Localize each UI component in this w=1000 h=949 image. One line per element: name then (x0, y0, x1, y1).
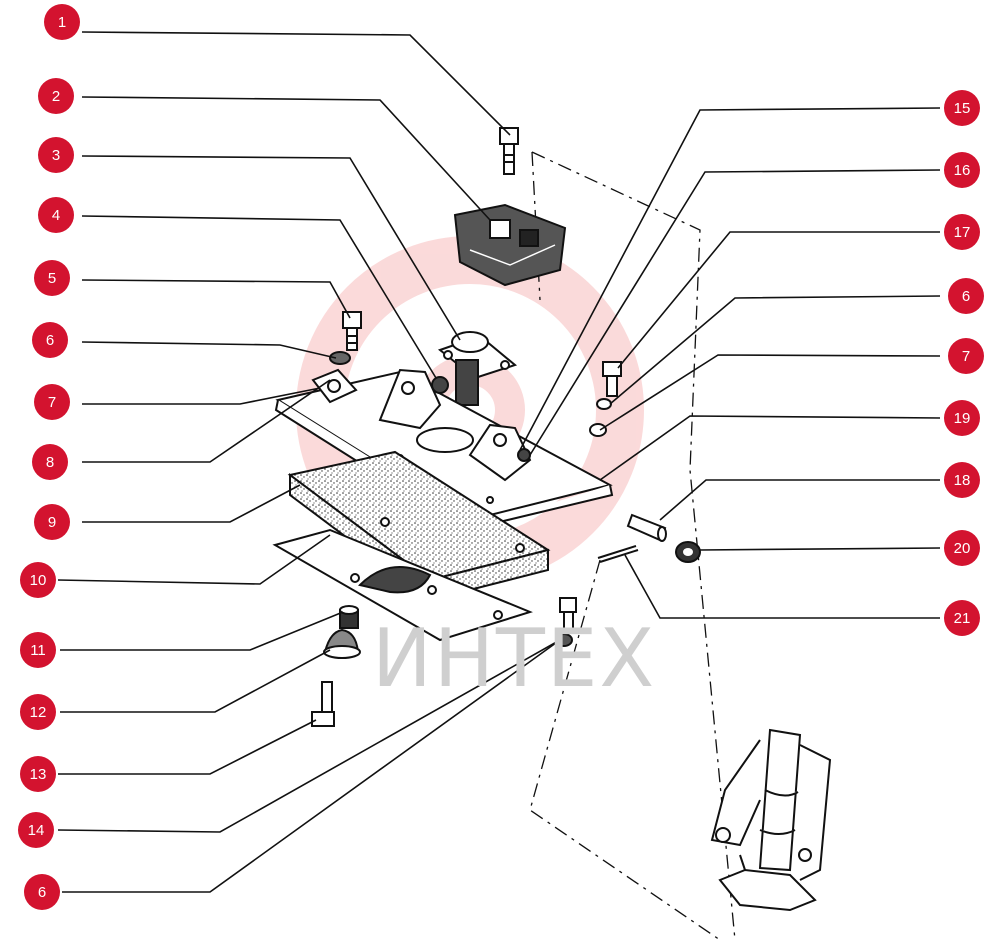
callout-c10: 10 (20, 562, 56, 598)
callout-c6c: 6 (948, 278, 984, 314)
shaft-part-3 (437, 331, 518, 406)
callout-label: 11 (30, 642, 46, 659)
callout-badge-circle (944, 530, 980, 566)
callout-label: 10 (30, 572, 47, 589)
pin-part-18 (626, 513, 667, 542)
brand-watermark-text: ИНТЕХ (372, 612, 657, 705)
callout-badge-circle (944, 90, 980, 126)
callout-c18: 18 (944, 462, 980, 498)
callout-badge-circle (24, 874, 60, 910)
callout-badge-circle (44, 4, 80, 40)
callout-label: 17 (954, 224, 971, 241)
callout-label: 5 (48, 270, 56, 287)
washer-plate-part-7-left (311, 368, 358, 404)
callout-c5: 5 (34, 260, 70, 296)
callout-badge-circle (944, 214, 980, 250)
callout-badge-circle (20, 694, 56, 730)
callout-badge-circle (34, 384, 70, 420)
callout-label: 13 (30, 766, 47, 783)
bolt-part-1 (499, 127, 519, 175)
callout-c21: 21 (944, 600, 980, 636)
steering-column-part (710, 728, 832, 912)
callout-badge-circle (18, 812, 54, 848)
callout-c16: 16 (944, 152, 980, 188)
callout-c15: 15 (944, 90, 980, 126)
callout-badge-circle (20, 562, 56, 598)
callout-label: 14 (28, 822, 45, 839)
mount-part-12 (323, 628, 361, 659)
callout-c6b: 6 (24, 874, 60, 910)
callout-badge-circle (948, 338, 984, 374)
callout-label: 2 (52, 88, 60, 105)
cotter-pin-part-21 (597, 545, 639, 563)
callout-label: 20 (954, 540, 971, 557)
callout-label: 16 (954, 162, 971, 179)
callout-c8: 8 (32, 444, 68, 480)
callout-label: 6 (38, 884, 46, 901)
callout-c6a: 6 (32, 322, 68, 358)
callout-label: 9 (48, 514, 56, 531)
bushing-part-11 (339, 605, 359, 629)
callout-label: 7 (48, 394, 56, 411)
callout-badge-circle (34, 504, 70, 540)
callout-badge-circle (38, 197, 74, 233)
callout-badge-circle (20, 632, 56, 668)
callout-badge-circle (944, 400, 980, 436)
callout-label: 18 (954, 472, 971, 489)
callout-badge-circle (944, 152, 980, 188)
callout-label: 8 (46, 454, 54, 471)
callout-c12: 12 (20, 694, 56, 730)
bolt-part-14 (555, 597, 577, 647)
callout-c17: 17 (944, 214, 980, 250)
callout-label: 6 (962, 288, 970, 305)
callout-c7a: 7 (34, 384, 70, 420)
callout-badge-circle (32, 322, 68, 358)
callout-c14: 14 (18, 812, 54, 848)
gasket-plate-part-10 (272, 528, 533, 642)
bolt-part-5 (342, 311, 362, 351)
callout-label: 1 (58, 14, 66, 31)
callout-label: 15 (954, 100, 971, 117)
callout-label: 4 (52, 207, 60, 224)
callout-c7b: 7 (948, 338, 984, 374)
callout-badge-circle (34, 260, 70, 296)
washer-part-7-right (589, 423, 607, 437)
washer-part-6-left (329, 351, 351, 365)
callout-badge-circle (38, 78, 74, 114)
washer-part-20 (675, 541, 701, 563)
callout-label: 7 (962, 348, 970, 365)
bolt-part-17 (602, 361, 622, 397)
callout-c20: 20 (944, 530, 980, 566)
callout-badge-circle (944, 462, 980, 498)
callout-c1: 1 (44, 4, 80, 40)
callout-c4: 4 (38, 197, 74, 233)
callout-label: 19 (954, 410, 971, 427)
callout-badge-circle (38, 137, 74, 173)
callout-c3: 3 (38, 137, 74, 173)
callout-label: 21 (954, 610, 971, 627)
bracket-lugs-part-4 (378, 368, 532, 482)
callout-c11: 11 (20, 632, 56, 668)
callout-badge-circle (20, 756, 56, 792)
leader-lines (57, 31, 941, 893)
callout-c13: 13 (20, 756, 56, 792)
callout-badge-circle (32, 444, 68, 480)
callout-label: 12 (30, 704, 47, 721)
callout-c19: 19 (944, 400, 980, 436)
callout-c2: 2 (38, 78, 74, 114)
callout-badge-circle (944, 600, 980, 636)
bolt-part-13 (311, 681, 335, 727)
callout-label: 3 (52, 147, 60, 164)
callout-badge-circle (948, 278, 984, 314)
switch-block-part-2 (453, 203, 567, 287)
callout-label: 6 (46, 332, 54, 349)
callout-c9: 9 (34, 504, 70, 540)
